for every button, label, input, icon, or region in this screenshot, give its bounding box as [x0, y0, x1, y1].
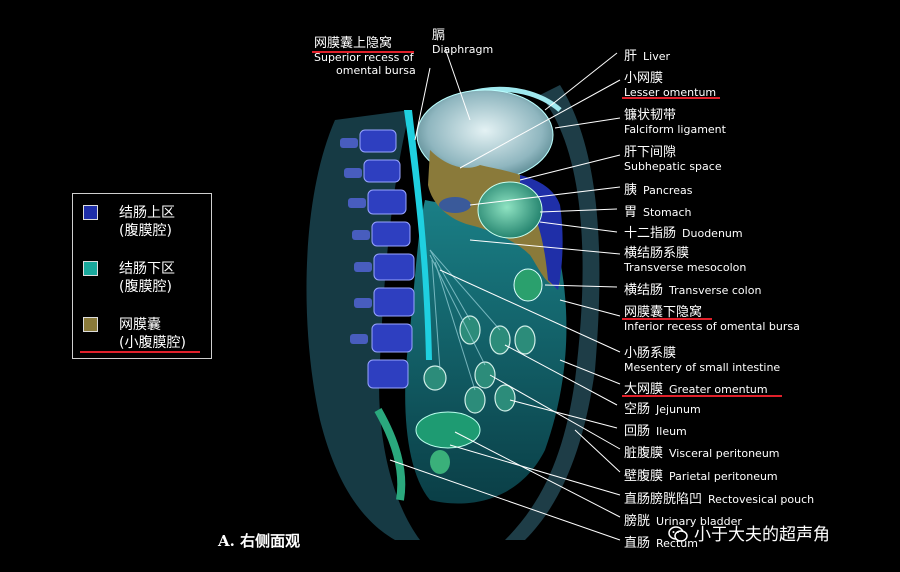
label-cn: 直肠膀胱陷凹 [624, 492, 703, 507]
legend-underline [80, 351, 200, 353]
label-transverse-mesocolon: 横结肠系膜 Transverse mesocolon [624, 243, 746, 275]
label-cn: 十二指肠 [624, 226, 677, 241]
label-liver: 肝 Liver [624, 46, 670, 65]
label-cn: 网膜囊上隐窝 [314, 36, 393, 51]
label-cn: 壁腹膜 [624, 469, 664, 484]
label-en: Superior recess of [314, 50, 414, 64]
label-en: Jejunum [656, 403, 701, 416]
label-en: Inferior recess of omental bursa [624, 319, 800, 333]
label-en: Ileum [656, 425, 687, 438]
legend: 结肠上区 (腹膜腔) 结肠下区 (腹膜腔) 网膜囊 (小腹膜腔) [72, 193, 212, 359]
underline-inferior-recess [622, 318, 712, 320]
label-cn: 镰状韧带 [624, 108, 677, 123]
underline-greater-omentum [622, 395, 782, 397]
legend-swatch-blue [83, 205, 98, 220]
figure-caption: A. 右侧面观 [218, 532, 301, 550]
legend-label-line2: (腹膜腔) [119, 279, 172, 295]
label-cn: 横结肠 [624, 283, 664, 298]
legend-label-line1: 网膜囊 [119, 317, 161, 333]
label-jejunum: 空肠 Jejunum [624, 399, 701, 418]
label-en: Pancreas [643, 184, 693, 197]
label-diaphragm: 膈 Diaphragm [432, 25, 493, 57]
label-inferior-recess: 网膜囊下隐窝 Inferior recess of omental bursa [624, 302, 800, 334]
label-en: Transverse colon [669, 284, 762, 297]
label-en: Urinary bladder [656, 515, 742, 528]
label-duodenum: 十二指肠 Duodenum [624, 223, 743, 242]
legend-label: 网膜囊 (小腹膜腔) [119, 316, 186, 352]
legend-label-line1: 结肠下区 [119, 261, 175, 277]
label-cn: 膈 [432, 28, 446, 43]
label-cn: 膀胱 [624, 514, 651, 529]
label-parietal-peritoneum: 壁腹膜 Parietal peritoneum [624, 466, 778, 485]
label-en: Greater omentum [669, 383, 768, 396]
label-superior-recess: 网膜囊上隐窝 Superior recess of omental bursa [314, 33, 416, 77]
label-cn: 肝 [624, 49, 638, 64]
underline-superior-recess [312, 51, 414, 53]
label-en: Rectum [656, 537, 698, 550]
label-rectum: 直肠 Rectum [624, 533, 698, 552]
label-lesser-omentum: 小网膜 Lesser omentum [624, 68, 716, 100]
label-cn: 肝下间隙 [624, 145, 677, 160]
legend-label-line2: (腹膜腔) [119, 223, 172, 239]
label-en: Rectovesical pouch [708, 493, 815, 506]
label-cn: 脏腹膜 [624, 446, 664, 461]
label-en: Parietal peritoneum [669, 470, 778, 483]
label-cn: 回肠 [624, 424, 651, 439]
legend-swatch-olive [83, 317, 98, 332]
label-en: Duodenum [682, 227, 743, 240]
label-mesentery: 小肠系膜 Mesentery of small intestine [624, 343, 780, 375]
wechat-icon [668, 526, 688, 542]
legend-label-line1: 结肠上区 [119, 205, 175, 221]
label-transverse-colon: 横结肠 Transverse colon [624, 280, 761, 299]
label-pancreas: 胰 Pancreas [624, 180, 692, 199]
label-urinary-bladder: 膀胱 Urinary bladder [624, 511, 742, 530]
label-rectovesical-pouch: 直肠膀胱陷凹 Rectovesical pouch [624, 489, 814, 508]
watermark-text: 小于大夫的超声角 [694, 525, 830, 545]
label-greater-omentum: 大网膜 Greater omentum [624, 379, 768, 398]
label-en: Liver [643, 50, 670, 63]
label-subhepatic-space: 肝下间隙 Subhepatic space [624, 142, 722, 174]
label-en: Falciform ligament [624, 122, 726, 136]
underline-lesser-omentum [622, 97, 720, 99]
label-en: omental bursa [336, 63, 416, 77]
label-en: Stomach [643, 206, 692, 219]
label-cn: 小网膜 [624, 71, 664, 86]
label-cn: 胃 [624, 205, 638, 220]
label-stomach: 胃 Stomach [624, 202, 692, 221]
label-falciform-ligament: 镰状韧带 Falciform ligament [624, 105, 726, 137]
legend-label-line2: (小腹膜腔) [119, 335, 186, 351]
label-en: Diaphragm [432, 42, 494, 56]
label-cn: 空肠 [624, 402, 651, 417]
label-en: Visceral peritoneum [669, 447, 780, 460]
label-cn: 大网膜 [624, 382, 664, 397]
legend-label: 结肠上区 (腹膜腔) [119, 204, 175, 240]
label-en: Lesser omentum [624, 85, 717, 99]
label-cn: 网膜囊下隐窝 [624, 305, 703, 320]
watermark: 小于大夫的超声角 [668, 520, 830, 545]
label-visceral-peritoneum: 脏腹膜 Visceral peritoneum [624, 443, 780, 462]
label-en: Subhepatic space [624, 159, 722, 173]
label-cn: 直肠 [624, 536, 651, 551]
label-ileum: 回肠 Ileum [624, 421, 687, 440]
label-cn: 小肠系膜 [624, 346, 677, 361]
label-cn: 胰 [624, 183, 638, 198]
legend-label: 结肠下区 (腹膜腔) [119, 260, 175, 296]
label-cn: 横结肠系膜 [624, 246, 690, 261]
legend-swatch-teal [83, 261, 98, 276]
label-en: Transverse mesocolon [624, 260, 747, 274]
label-en: Mesentery of small intestine [624, 360, 781, 374]
